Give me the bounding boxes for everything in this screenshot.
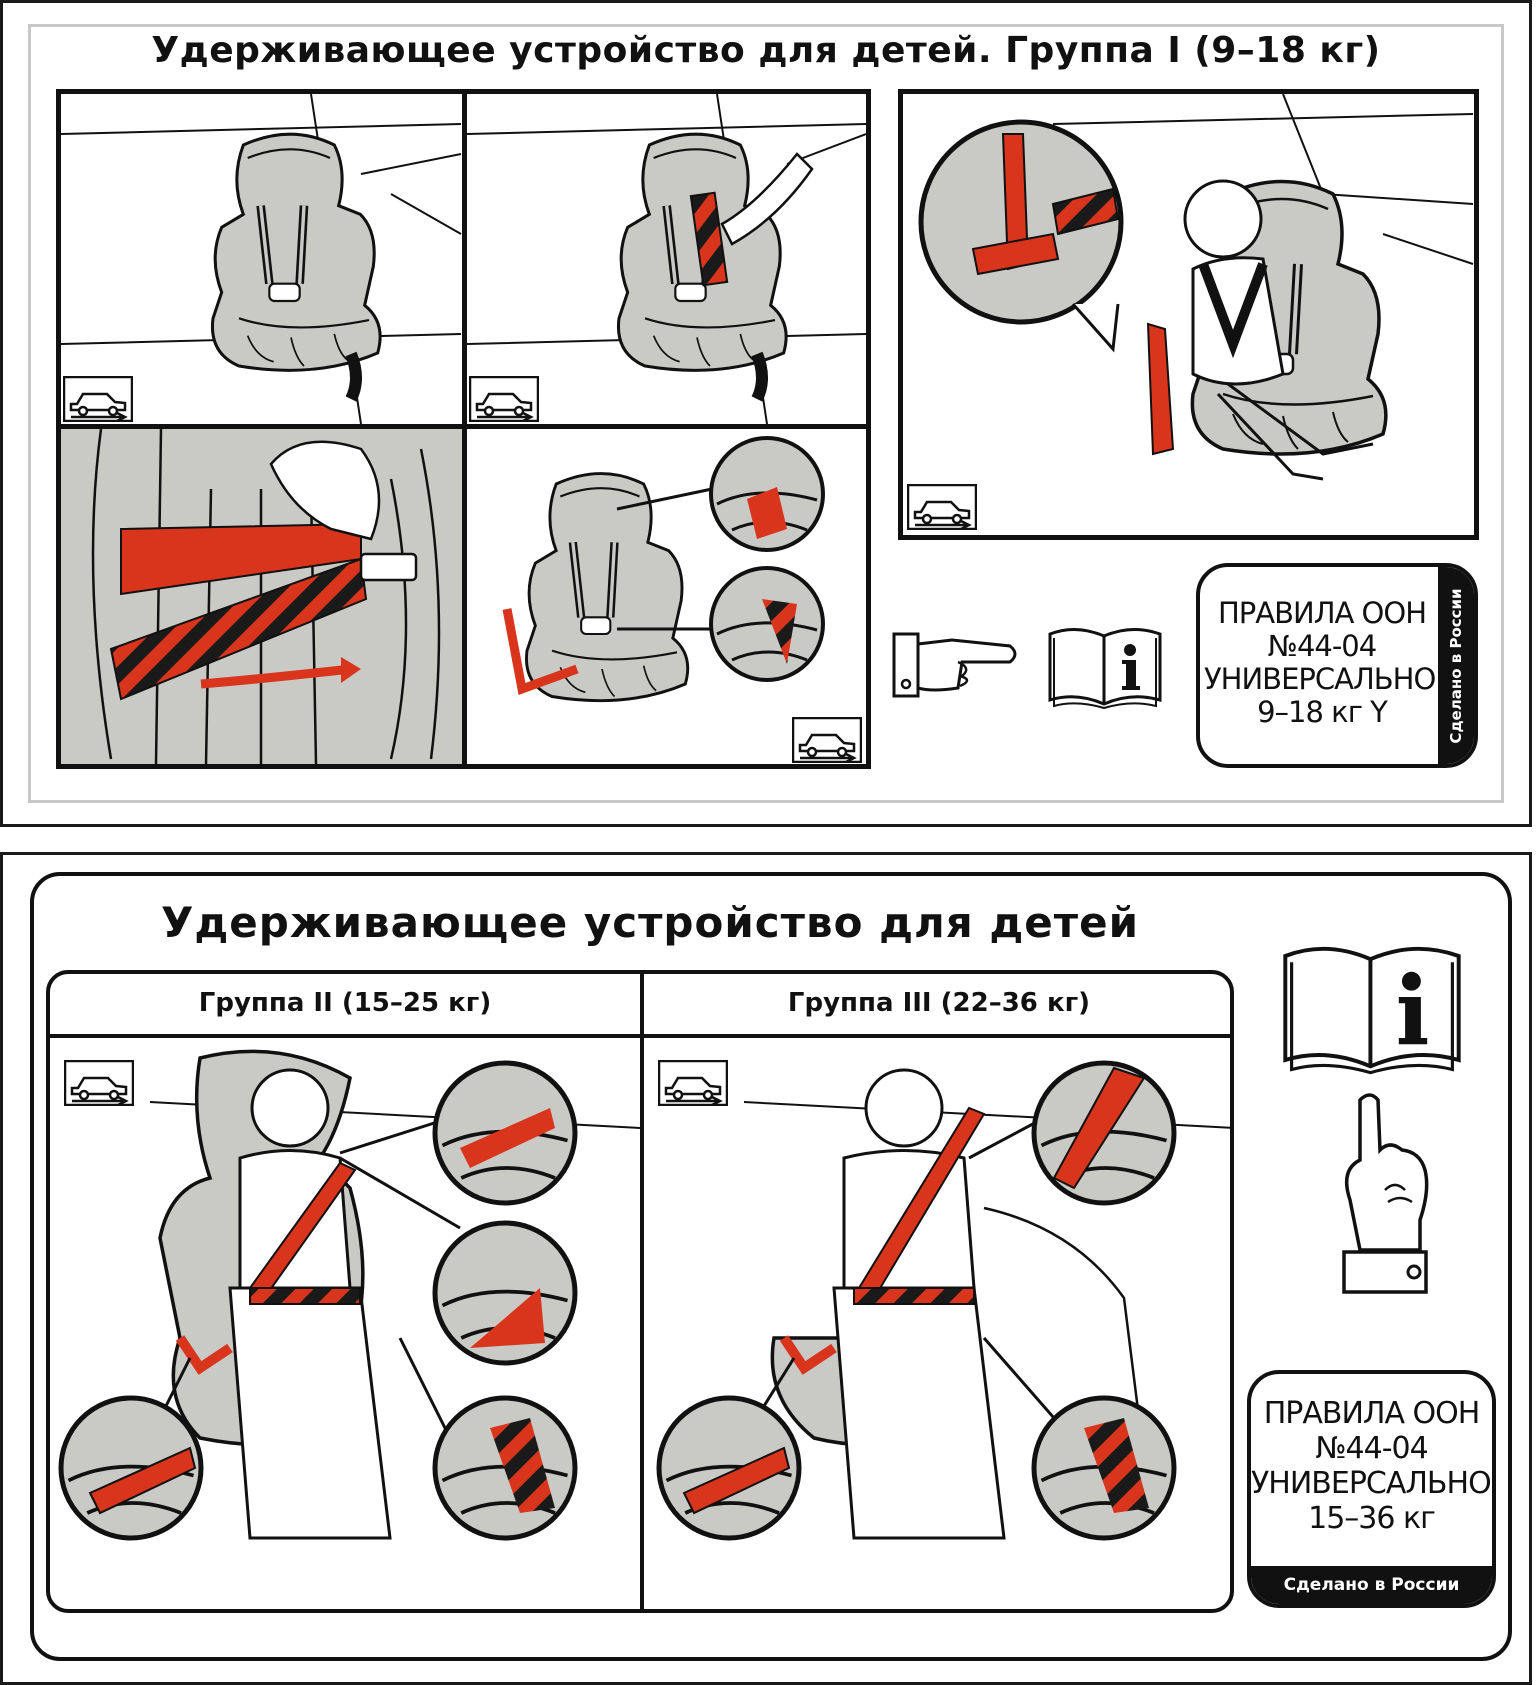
car-forward-icon [658, 1060, 728, 1106]
pointing-hand-icon [892, 632, 1022, 702]
child-head [1183, 179, 1263, 259]
weight-range: 15–36 кг [1308, 1501, 1436, 1536]
info-book-icon [1279, 938, 1465, 1078]
made-in-russia-strip: Сделано в России [1251, 1566, 1492, 1604]
certification-label: ПРАВИЛА ООН №44-04 УНИВЕРСАЛЬНОЕ 15–36 к… [1247, 1370, 1496, 1608]
made-in-russia-strip: Сделано в России [1438, 567, 1474, 764]
step-4-check-belt-routing [462, 424, 871, 769]
sheet-group-1 [0, 0, 1532, 827]
step-2-adjust-harness [462, 89, 871, 429]
car-forward-icon [907, 484, 977, 530]
raised-finger-icon [1330, 1090, 1440, 1300]
hand-illustration [720, 152, 814, 246]
group-3-heading: Группа III (22–36 кг) [787, 988, 1091, 1018]
sheet-group-2-3 [0, 852, 1532, 1685]
regulation-line: ПРАВИЛА ООН [1263, 1396, 1481, 1431]
regulation-number: №44-04 [1267, 629, 1377, 663]
car-forward-icon [64, 1060, 134, 1106]
detail-zoom-circle [709, 566, 825, 682]
sheet-group-2-3-inner-frame [30, 872, 1512, 1661]
regulation-line: ПРАВИЛА ООН [1217, 596, 1427, 630]
sheet-2-title: Удерживающее устройство для детей [160, 898, 1140, 947]
child-seat-illustration [526, 474, 687, 701]
regulation-category: УНИВЕРСАЛЬНОЕ [1204, 662, 1454, 696]
group-3-illustration [644, 1038, 1230, 1613]
sheet-1-title: Удерживающее устройство для детей. Групп… [151, 30, 1381, 71]
belt-buckle-icon [359, 552, 418, 582]
sheet-group-1-inner-frame [28, 24, 1504, 803]
group-2-illustration [50, 1038, 641, 1613]
regulation-number: №44-04 [1315, 1431, 1428, 1466]
groups-frame: Группа II (15–25 кг) Группа III (22–36 к… [46, 970, 1234, 1613]
step-1-seat-placement [56, 89, 467, 429]
certification-label: Сделано в России ПРАВИЛА ООН №44-04 УНИВ… [1196, 563, 1478, 768]
regulation-category: УНИВЕРСАЛЬНОЕ [1251, 1466, 1496, 1501]
car-forward-icon [469, 376, 539, 422]
car-forward-icon [63, 376, 133, 422]
child-head [250, 1068, 330, 1148]
child-seat-illustration [212, 134, 380, 370]
step-5-child-secured [898, 89, 1479, 540]
weight-range: 9–18 кг Y [1257, 695, 1388, 729]
child-head [864, 1068, 944, 1148]
step-3-buckle-belt [56, 424, 467, 769]
info-book-icon [1046, 624, 1164, 710]
hand-illustration [269, 440, 381, 541]
divider [640, 974, 644, 1609]
group-2-heading: Группа II (15–25 кг) [198, 988, 492, 1018]
car-forward-icon [792, 717, 862, 763]
